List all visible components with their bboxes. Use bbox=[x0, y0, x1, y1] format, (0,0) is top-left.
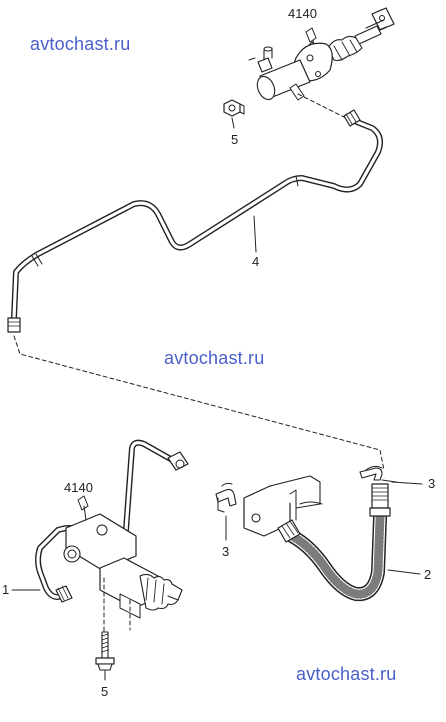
callout-4140-top: 4140 bbox=[288, 6, 317, 21]
callout-1: 1 bbox=[2, 582, 10, 597]
callout-4140-bottom: 4140 bbox=[64, 480, 93, 495]
leader-4 bbox=[253, 215, 257, 253]
clip-left bbox=[215, 482, 237, 541]
leader-4140-top bbox=[305, 27, 317, 47]
callout-4: 4 bbox=[252, 254, 260, 269]
hose bbox=[277, 483, 391, 602]
callout-3-left: 3 bbox=[222, 544, 230, 559]
callout-3-right: 3 bbox=[428, 476, 436, 491]
guide-line-top bbox=[297, 93, 347, 119]
callout-2: 2 bbox=[424, 567, 432, 582]
watermark-middle: avtochast.ru bbox=[164, 348, 265, 368]
bolt-bottom bbox=[95, 631, 115, 681]
clip-right bbox=[359, 465, 397, 483]
nut-top bbox=[223, 99, 245, 129]
callout-5-bottom: 5 bbox=[101, 684, 109, 699]
watermark-top: avtochast.ru bbox=[30, 34, 131, 54]
callout-5-top: 5 bbox=[231, 132, 239, 147]
slave-cylinder bbox=[63, 513, 183, 619]
hose-bracket bbox=[243, 475, 323, 537]
watermark-bottom: avtochast.ru bbox=[296, 664, 397, 684]
guide-line-long bbox=[13, 335, 385, 471]
leader-3-right bbox=[391, 481, 423, 485]
leader-4140-bottom bbox=[77, 495, 89, 521]
master-cylinder bbox=[248, 7, 395, 101]
leader-2 bbox=[387, 569, 421, 575]
pipe-main bbox=[7, 109, 383, 333]
